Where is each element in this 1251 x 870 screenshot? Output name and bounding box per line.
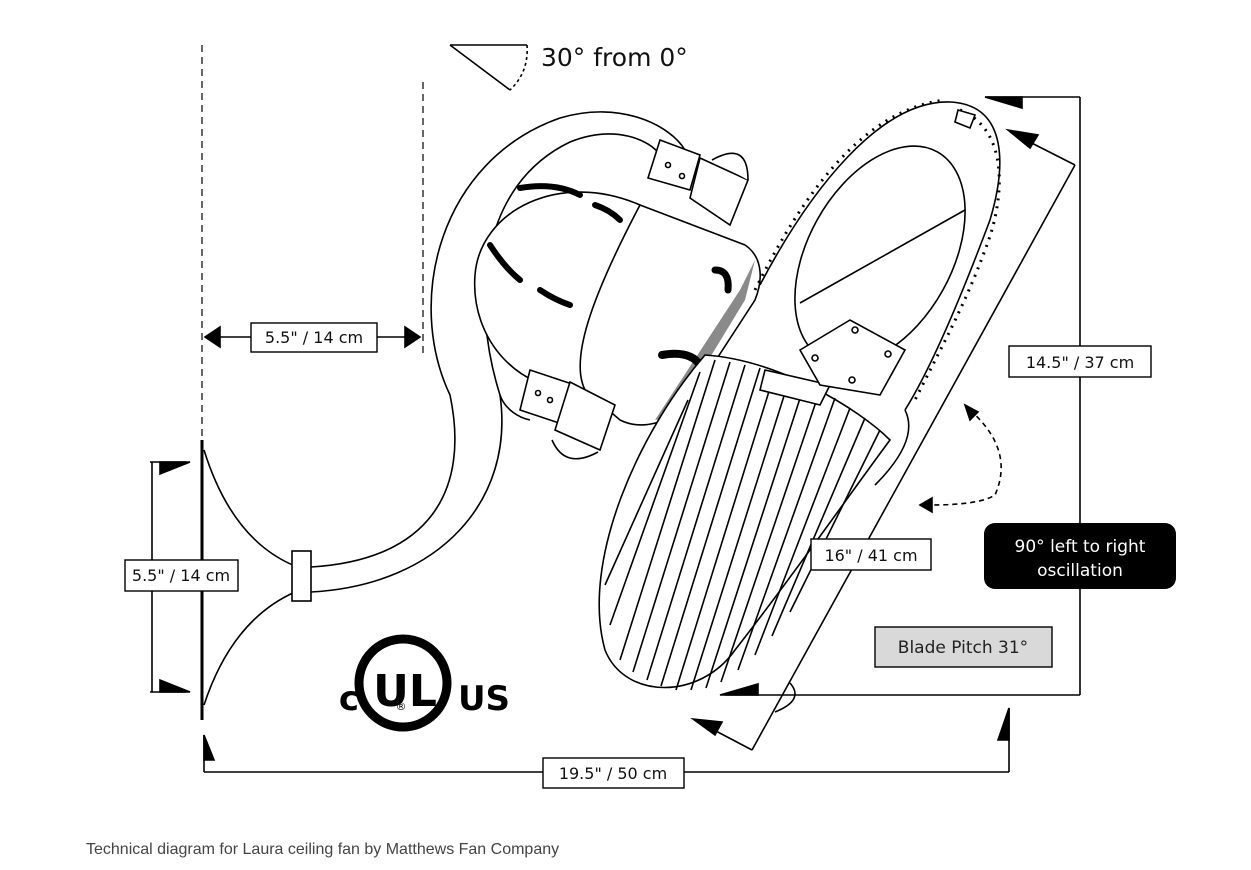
blade-pitch-box: Blade Pitch 31° — [874, 626, 1053, 668]
blade-diameter-label: 14.5" / 37 cm — [1026, 353, 1134, 372]
oscillation-label-line2: oscillation — [1037, 561, 1123, 581]
fan-blade-guard — [753, 98, 1001, 486]
ul-mark-center: UL — [373, 666, 437, 717]
fan-head-ribs — [598, 354, 892, 691]
blade-diameter-label-box: 14.5" / 37 cm — [1008, 345, 1152, 378]
blade-diameter-dimension — [719, 96, 1081, 696]
tilt-label: 30° from 0° — [541, 43, 688, 72]
ul-certification-logo: c UL ® US — [339, 634, 510, 732]
head-length-dimension — [690, 128, 1076, 751]
overall-width-label-box: 19.5" / 50 cm — [542, 757, 685, 789]
mount-height-label: 5.5" / 14 cm — [132, 566, 230, 585]
ul-mark-registered: ® — [396, 700, 407, 713]
overall-width-label: 19.5" / 50 cm — [559, 764, 667, 783]
diagram-caption: Technical diagram for Laura ceiling fan … — [86, 841, 560, 858]
tilt-angle-icon — [449, 44, 528, 91]
ul-mark-us: US — [458, 679, 510, 719]
ul-mark-c: c — [339, 679, 359, 719]
head-length-label: 16" / 41 cm — [824, 546, 917, 565]
oscillation-arrow — [918, 403, 1002, 514]
motor-housing — [473, 183, 761, 426]
oscillation-badge: 90° left to right oscillation — [984, 523, 1176, 589]
blade-pitch-label: Blade Pitch 31° — [898, 638, 1028, 658]
bottom-bracket-knob — [519, 368, 616, 460]
wall-mount-plate — [200, 440, 312, 720]
mount-height-label-box: 5.5" / 14 cm — [124, 559, 239, 592]
top-bracket-knob — [646, 138, 750, 227]
mount-width-label-box: 5.5" / 14 cm — [250, 322, 378, 353]
oscillation-label-line1: 90° left to right — [1015, 537, 1146, 557]
mount-width-label: 5.5" / 14 cm — [265, 328, 363, 347]
head-length-label-box: 16" / 41 cm — [810, 538, 932, 571]
